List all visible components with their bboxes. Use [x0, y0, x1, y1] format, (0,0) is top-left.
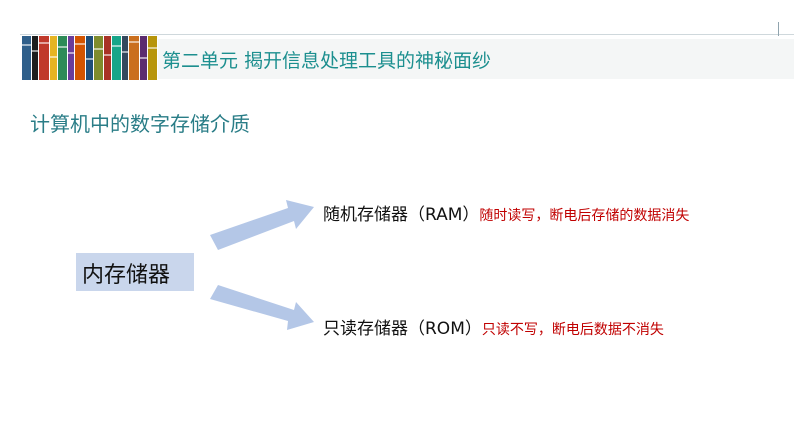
source-label: 内存储器: [82, 257, 170, 289]
rom-description: 只读不写，断电后数据不消失: [482, 322, 664, 338]
ram-name: 随机存储器（RAM）: [323, 205, 479, 225]
rom-name: 只读存储器（ROM）: [323, 319, 482, 339]
ram-row: 随机存储器（RAM）随时读写，断电后存储的数据消失: [323, 200, 689, 225]
ram-description: 随时读写，断电后存储的数据消失: [479, 208, 689, 224]
rom-row: 只读存储器（ROM）只读不写，断电后数据不消失: [323, 314, 664, 339]
arrow-up-right: [210, 200, 314, 250]
arrow-down-right: [210, 285, 314, 330]
